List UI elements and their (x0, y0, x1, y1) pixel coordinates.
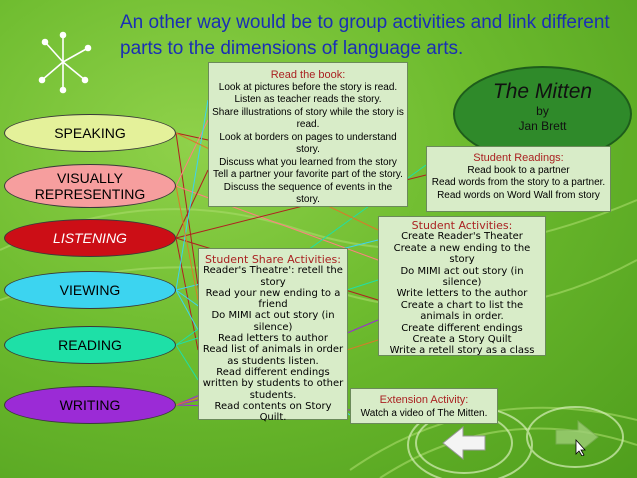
forward-button[interactable] (554, 418, 600, 456)
page-title: An other way would be to group activitie… (120, 12, 610, 59)
box-line: Listen as teacher reads the story. (234, 94, 382, 105)
box-line: Read your new ending to a friend (205, 287, 341, 311)
box-line: Create a chart to list the animals in or… (400, 299, 524, 323)
box-line: Write letters to the author (396, 288, 528, 300)
back-button[interactable] (441, 424, 487, 462)
box-line: Create different endings (401, 322, 523, 334)
box-line: Reader's Theatre': retell the story (203, 265, 343, 288)
extension-box: Extension Activity: Watch a video of The… (350, 388, 498, 424)
box-line: Create a new ending to the story (393, 242, 531, 266)
box-line: Watch a video of The Mitten. (360, 408, 488, 419)
box-line: Read contents on Story Quilt. (214, 400, 332, 424)
arrow-left-icon (442, 425, 486, 461)
oval-writing: WRITING (4, 386, 176, 424)
starburst-icon (38, 31, 92, 94)
box-line: Create a Story Quilt (412, 334, 512, 346)
box-heading: Student Share Activities: (205, 253, 341, 266)
book-title: The Mitten (492, 80, 593, 103)
box-heading: Student Readings: (473, 152, 564, 164)
oval-visually-representing: VISUALLY REPRESENTING (4, 164, 176, 208)
box-heading: Student Activities: (411, 219, 513, 232)
oval-listening: LISTENING (4, 219, 176, 257)
box-line: Share illustrations of story while the s… (212, 106, 404, 131)
box-line: Do MIMI act out story (in silence) (211, 310, 335, 333)
box-line: Read list of animals in order as student… (202, 344, 344, 367)
book-by: by (536, 104, 549, 118)
box-line: Read words on Word Wall from story (437, 189, 600, 201)
box-line: Tell a partner your favorite part of the… (213, 169, 403, 180)
box-line: Discuss the sequence of events in the st… (223, 181, 393, 206)
box-line: Do MIMI act out story (in silence) (400, 265, 524, 289)
box-line: Look at pictures before the story is rea… (218, 81, 398, 93)
student-activities-box: Student Activities: Create Reader's Thea… (378, 216, 546, 356)
box-line: Look at borders on pages to understand s… (219, 131, 397, 156)
box-line: Write a retell story as a class (389, 345, 535, 357)
box-line: Read letters to author (218, 333, 328, 345)
student-readings-box: Student Readings: Read book to a partner… (426, 146, 611, 212)
box-line: Discuss what you learned from the story (219, 156, 397, 168)
student-share-box: Student Share Activities: Reader's Theat… (198, 248, 348, 423)
arrow-right-icon (555, 419, 599, 456)
box-line: Read different endings written by studen… (202, 366, 344, 401)
oval-reading: READING (4, 326, 176, 364)
oval-speaking: SPEAKING (4, 114, 176, 152)
box-line: Create Reader's Theater (401, 231, 523, 243)
box-line: Read book to a partner (467, 164, 570, 176)
book-author: Jan Brett (518, 119, 567, 133)
oval-label: LISTENING (53, 230, 127, 246)
box-line: Read words from the story to a partner. (431, 177, 606, 188)
oval-label: READING (58, 337, 122, 353)
box-heading: Extension Activity: (379, 394, 469, 406)
read-book-box: Read the book: Look at pictures before t… (208, 62, 408, 207)
box-heading: Read the book: (270, 69, 346, 81)
oval-label: WRITING (59, 397, 121, 413)
cursor-icon (575, 438, 586, 456)
oval-label: VISUALLY REPRESENTING (34, 170, 146, 202)
oval-label: VIEWING (59, 282, 121, 298)
oval-label: SPEAKING (54, 125, 126, 141)
oval-viewing: VIEWING (4, 271, 176, 309)
